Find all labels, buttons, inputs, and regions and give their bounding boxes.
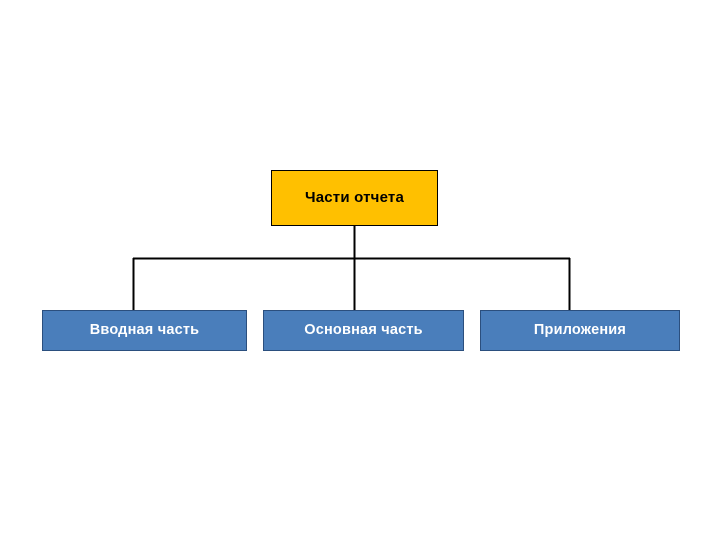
node-child-label: Приложения xyxy=(533,321,627,338)
node-child-label: Основная часть xyxy=(304,321,423,338)
node-child-label: Вводная часть xyxy=(89,321,200,338)
node-child-osnovnaya-chast[interactable]: Основная часть xyxy=(263,310,464,351)
node-root-label: Части отчета xyxy=(304,188,405,206)
node-child-vvodnaya-chast[interactable]: Вводная часть xyxy=(42,310,247,351)
node-child-prilozheniya[interactable]: Приложения xyxy=(480,310,680,351)
node-root[interactable]: Части отчета xyxy=(271,170,438,226)
